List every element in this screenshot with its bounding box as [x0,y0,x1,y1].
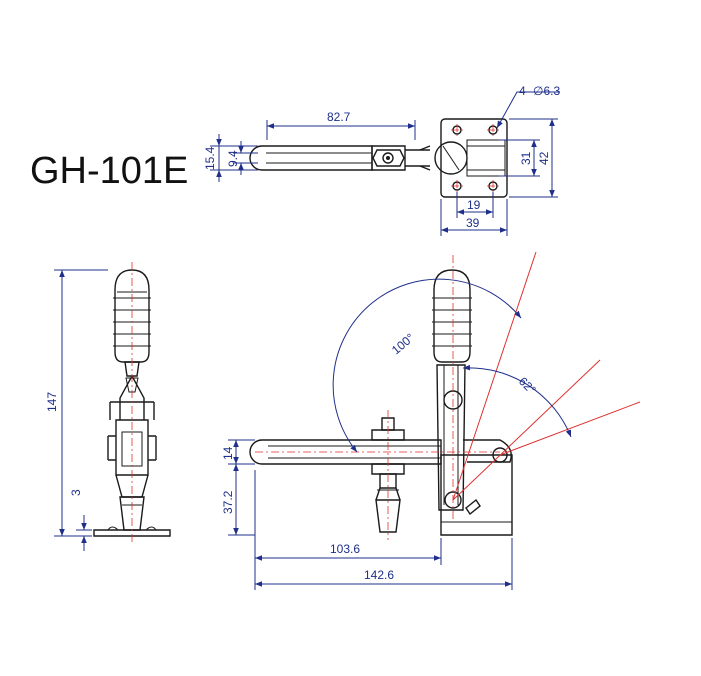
top-base-plate [440,118,508,198]
dim-base-outer-width: 39 [466,216,480,230]
dim-handle-inner: 9.4 [226,150,240,167]
dim-base-thickness: 3 [69,489,83,496]
angle-hold: 62° [516,374,539,397]
dim-base-inner-width: 19 [467,198,481,212]
front-view: 100° 62° 14 37.2 103.6 142.6 [221,251,641,590]
dim-base-inner-height: 31 [519,151,533,165]
dim-reach: 103.6 [330,542,360,556]
model-title: GH-101E [30,150,188,192]
angle-open: 100° [389,330,417,357]
dim-top-length: 82.7 [327,110,351,124]
dim-handle-outer: 15.4 [203,146,217,170]
dim-bar-elevation: 37.2 [221,490,235,514]
dim-bar-height: 14 [221,446,235,460]
dim-overall-length: 142.6 [364,568,394,582]
dim-total-height: 147 [45,392,59,412]
top-view: 4- ∅6.3 82.7 15.4 9.4 31 42 19 39 [203,84,560,236]
top-handle [249,141,468,175]
dim-base-outer-height: 42 [537,151,551,165]
hole-callout-label: 4- ∅6.3 [519,84,560,98]
side-view: 147 3 [45,262,171,551]
front-base-block [440,454,513,536]
